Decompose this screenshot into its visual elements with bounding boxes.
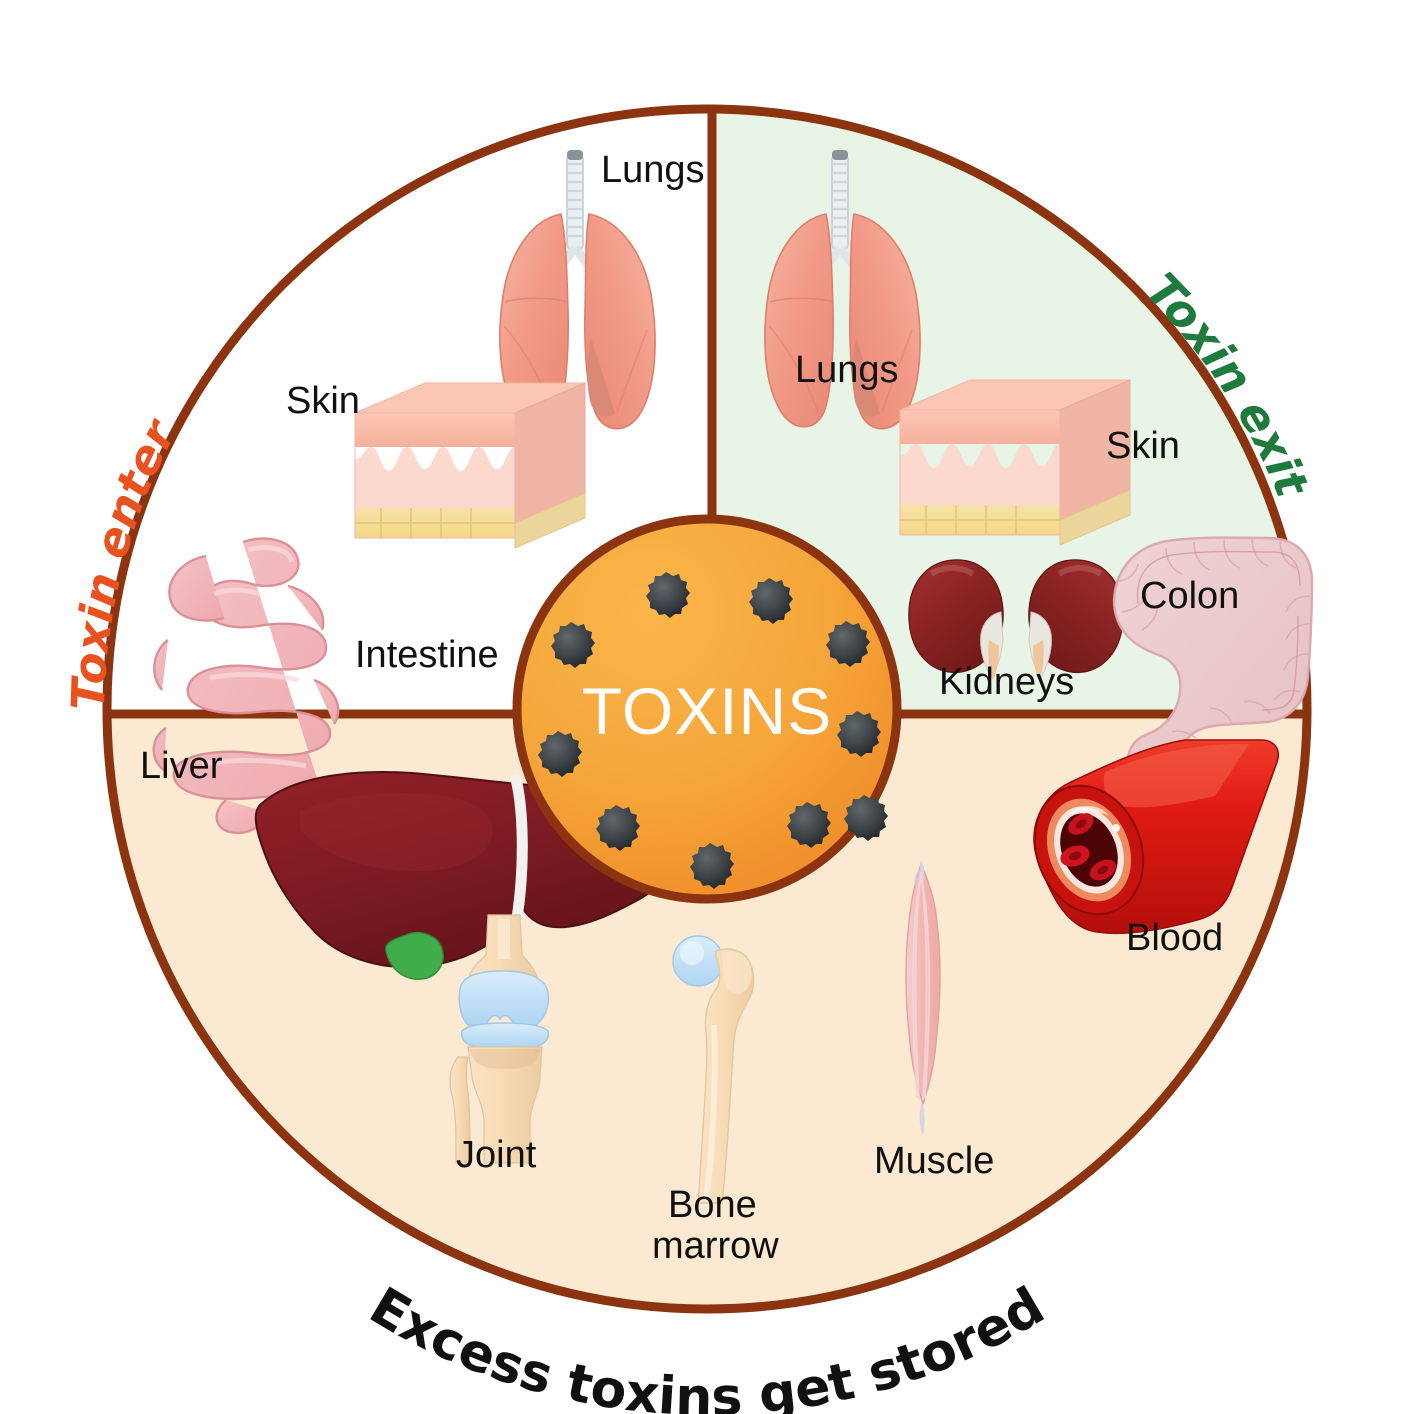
toxin-particle: [749, 578, 793, 624]
lung-right-notch-icon: [587, 338, 615, 417]
organ-label-intestine: Intestine: [355, 634, 499, 676]
vessel-specular-icon: [1112, 824, 1120, 832]
organ-bone-marrow[interactable]: [672, 935, 755, 1204]
organ-label-liver: Liver: [140, 745, 223, 787]
organ-label-kidneys: Kidneys: [939, 661, 1074, 703]
toxin-particle: [596, 805, 640, 851]
toxin-particle: [551, 622, 595, 668]
organ-label-colon: Colon: [1140, 575, 1239, 617]
organ-label-skin-exit: Skin: [1106, 425, 1180, 467]
muscle-tendon-shade-icon: [914, 868, 921, 886]
trochanter-highlight-icon: [722, 951, 752, 995]
femoral-head-highlight-icon: [680, 941, 704, 965]
toxin-particle: [837, 711, 881, 757]
organ-lungs-exit[interactable]: [764, 150, 921, 430]
vessel-gloss-icon: [1069, 805, 1109, 816]
skin-right-fat-icon: [1059, 489, 1131, 546]
toxin-particles: [538, 572, 888, 889]
joint-shadow-icon: [470, 1049, 540, 1069]
toxin-particle: [844, 795, 888, 841]
lung-right-fissure-icon: [616, 329, 648, 413]
quadrant-toxins-stored: Liver Joint Bone: [140, 739, 1279, 1267]
center-toxins-node[interactable]: TOXINS: [512, 514, 902, 904]
muscle-tendon-top-icon: [920, 860, 925, 884]
lung-left-fissure2-icon: [768, 325, 819, 413]
joint-tibia-icon: [467, 1046, 543, 1164]
vessel-highlight-icon: [1103, 744, 1249, 808]
kidney-left-icon: [908, 559, 1004, 680]
trachea-rings-icon: [832, 162, 848, 238]
gallbladder-icon: [385, 931, 444, 980]
joint-highlight-icon: [498, 919, 510, 959]
lung-left-fissure-icon: [769, 297, 834, 303]
organ-label-lungs-enter: Lungs: [601, 149, 705, 191]
colon-taenia-icon: [1136, 550, 1301, 711]
joint-fibula-icon: [449, 1056, 471, 1164]
lung-left-fissure-icon: [504, 297, 569, 303]
skin-dermis-icon: [900, 444, 1060, 505]
skin-front-outline-icon: [899, 409, 1061, 536]
quadrant-toxin-exit: Lungs Skin: [764, 150, 1314, 786]
toxin-particle: [787, 802, 831, 848]
organ-label-bone-marrow-line1: Bone: [668, 1184, 757, 1226]
toxin-particle: [646, 572, 690, 618]
center-circle: [512, 514, 902, 904]
toxin-particle: [538, 731, 582, 777]
organ-blood[interactable]: [1016, 739, 1279, 935]
femur-highlight-icon: [703, 1024, 718, 1202]
organ-lungs-enter[interactable]: [499, 150, 656, 430]
skin-epidermis-icon: [900, 410, 1060, 444]
organ-label-bone-marrow-line2: marrow: [652, 1225, 779, 1267]
intestine-loop-2-icon: [168, 554, 225, 622]
lung-right-fissure-icon: [881, 329, 913, 413]
lung-right-notch-icon: [852, 338, 880, 417]
organ-skin-enter[interactable]: [354, 382, 586, 549]
organ-intestine[interactable]: [152, 537, 340, 838]
trachea-rings-icon: [567, 162, 583, 238]
muscle-tendon-bottom-icon: [919, 1104, 925, 1136]
trachea-top-icon: [567, 150, 583, 160]
trachea-top-icon: [832, 150, 848, 160]
liver-highlight-icon: [300, 793, 493, 872]
colon-outline-icon: [1112, 536, 1314, 786]
red-blood-cells-icon: [1060, 813, 1117, 881]
organ-label-skin-enter: Skin: [286, 380, 360, 422]
intestine-loop-6-icon: [152, 726, 167, 771]
outer-circle: [102, 104, 1312, 1314]
organ-joint[interactable]: [449, 914, 550, 1164]
toxin-particle: [690, 843, 734, 889]
skin-right-fat-icon: [514, 492, 586, 549]
toxin-particle: [826, 621, 870, 667]
intestine-loop-4-icon: [153, 639, 169, 691]
skin-fat-cells-icon: [900, 505, 1060, 535]
joint-cartilage-lower-icon: [460, 1022, 550, 1048]
organ-label-joint: Joint: [456, 1134, 537, 1176]
organ-muscle[interactable]: [905, 860, 941, 1136]
skin-fat-cells-icon: [355, 508, 515, 538]
organ-label-blood: Blood: [1126, 917, 1223, 959]
skin-epidermis-icon: [355, 413, 515, 447]
organ-label-lungs-exit: Lungs: [795, 349, 899, 391]
organ-label-muscle: Muscle: [874, 1140, 994, 1182]
muscle-fibers-icon: [911, 871, 931, 1101]
organ-skin-exit[interactable]: [899, 379, 1131, 546]
skin-front-outline-icon: [354, 412, 516, 539]
quadrant-toxin-enter: Lungs Skin: [152, 149, 705, 838]
intestine-highlight-icon: [201, 545, 307, 769]
intestine-loop-3-icon: [287, 584, 325, 631]
skin-dermis-icon: [355, 447, 515, 508]
intestine-loop-5-icon: [313, 678, 340, 725]
center-toxins-label: TOXINS: [582, 674, 833, 748]
